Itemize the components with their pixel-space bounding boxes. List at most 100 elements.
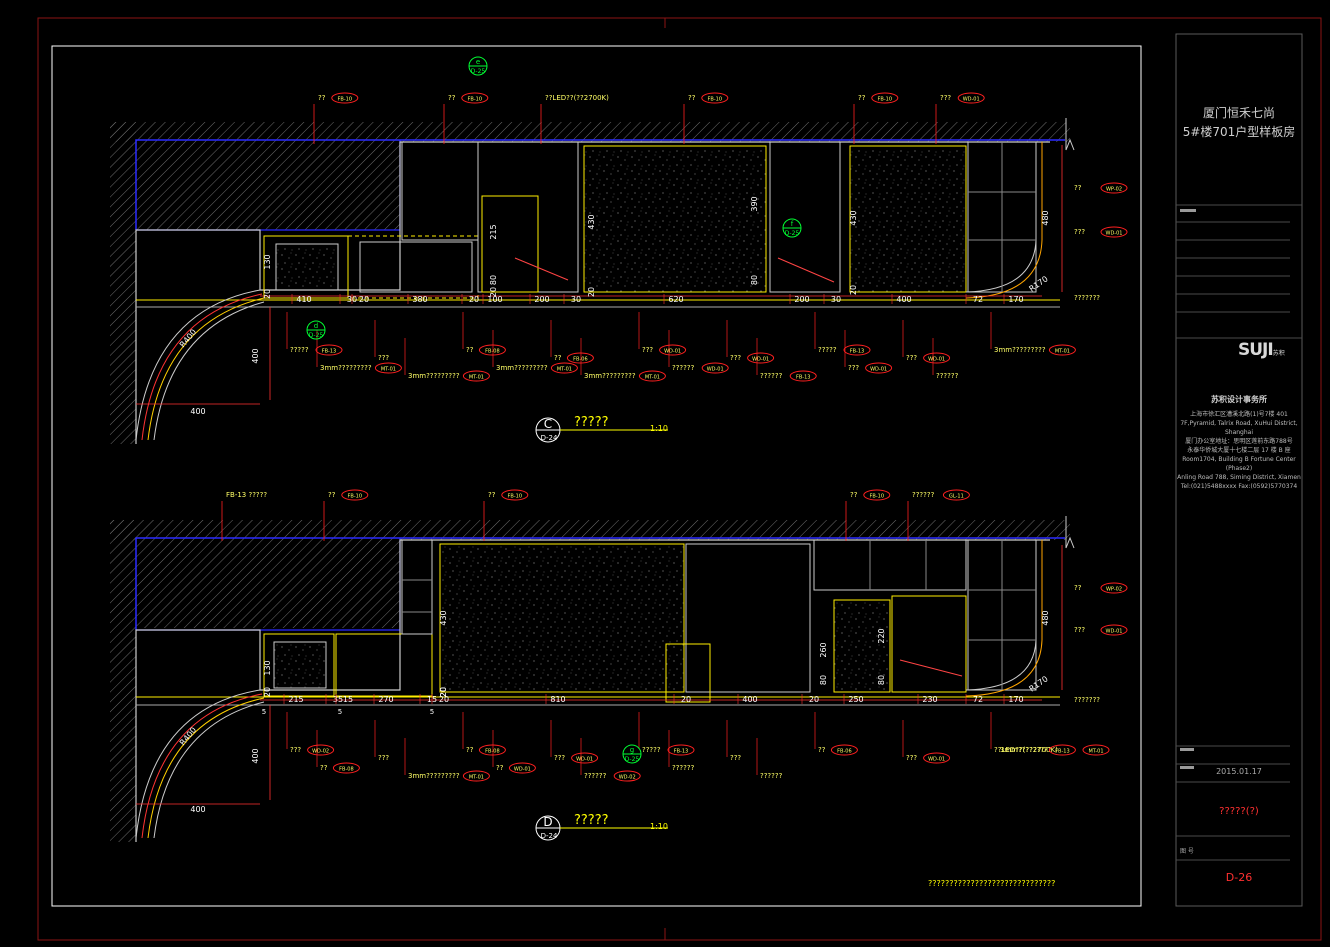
callout: ???WD-01: [902, 320, 951, 364]
niche-left-stone: [275, 243, 339, 291]
callout: 3mm?????????MT-01: [990, 312, 1076, 356]
dim-label: 20: [359, 295, 369, 304]
curved-wall-4: [153, 701, 265, 839]
view-scale: 1:10: [650, 424, 668, 433]
footnote: ??????????????????????????????: [928, 879, 1055, 888]
section-sheet: D-25: [471, 68, 486, 75]
callout-tag: FB-13: [850, 349, 864, 355]
view-ref: D-24: [541, 434, 558, 442]
callout: ???????: [1074, 294, 1100, 302]
dim-label-vertical: 80: [819, 675, 828, 685]
dim-label: 380: [412, 295, 427, 304]
callout: 3mm?????????MT-01: [492, 330, 578, 374]
callout-tag: WD-01: [1106, 629, 1123, 635]
callout: ?????? WD-01: [668, 330, 729, 374]
callout-text: ???: [642, 346, 653, 354]
callout: ??? WD-01: [638, 312, 687, 356]
logo-sub: 苏积: [1272, 350, 1285, 357]
callout-tag: WD-01: [576, 757, 593, 763]
dim-label-vertical: 480: [1041, 610, 1050, 625]
callout: ??????GL-11: [907, 489, 970, 541]
inner-frame: [51, 45, 1142, 907]
callout: ?? WP-02: [1074, 182, 1128, 194]
callout-tag: MT-01: [557, 367, 572, 373]
panel-grid: [813, 539, 967, 591]
dim-label: 400: [896, 295, 911, 304]
callout-tag: MT-01: [469, 375, 484, 381]
callout-text: 3mm?????????: [408, 772, 460, 780]
ceiling-hatch: [110, 520, 1070, 540]
radius-label: R170: [1027, 274, 1049, 293]
dim-label: 230: [922, 695, 937, 704]
callout: ??FB-10: [323, 489, 369, 541]
callout-text: ??: [328, 491, 336, 499]
callout: ??FB-10: [443, 92, 489, 144]
dim-label-vertical: 130: [263, 254, 272, 269]
callout-text: ??: [554, 354, 562, 362]
callout-text: ???: [378, 754, 389, 762]
dim-label-vertical: 480: [1041, 210, 1050, 225]
door-right: [891, 595, 967, 693]
callout-tag: MT-01: [381, 367, 396, 373]
callout: ???: [374, 720, 389, 762]
section-sheet: D-25: [309, 332, 324, 339]
curved-wall-2: [141, 693, 263, 839]
dim-label: 215: [288, 695, 303, 704]
callout: ??? WD-01: [550, 720, 599, 764]
title-block: [1175, 33, 1303, 907]
dim-label: 30: [831, 295, 841, 304]
stone-panel-center: [439, 543, 685, 693]
outer-frame: [37, 17, 1322, 941]
section-letter: f: [791, 220, 794, 228]
callout-text: ???: [730, 354, 741, 362]
callout-tag: WD-01: [928, 357, 945, 363]
project-name: 厦门恒禾七尚: [1202, 106, 1275, 120]
callout: ??FB-10: [483, 489, 529, 541]
callout-text: ???: [940, 94, 951, 102]
callout-text: ???: [554, 754, 565, 762]
address-line: 7F,Pyramid, Talrix Road, XuHui District,…: [1180, 420, 1298, 436]
callout: ??FB-10: [845, 489, 891, 541]
radius-label: R400: [178, 328, 198, 350]
callout: ??????: [756, 738, 783, 780]
callout-text: ?????: [818, 346, 837, 354]
callout-text: ???: [848, 364, 859, 372]
dim-label: 250: [848, 695, 863, 704]
callout-text: ??: [858, 94, 866, 102]
callout-text: ???: [290, 746, 301, 754]
callout: ??FB-08: [316, 730, 360, 774]
door-left: [481, 195, 539, 293]
curved-wall-2: [141, 293, 263, 441]
dim-label-vertical: 430: [439, 610, 448, 625]
sheet-number: D-26: [1225, 871, 1253, 884]
shelf-frame: [335, 633, 433, 697]
callout-text: ???: [906, 754, 917, 762]
callout-tag: WD-01: [664, 349, 681, 355]
callout-text: ??????: [936, 372, 959, 380]
dim-label: 400: [190, 805, 205, 814]
callout: ???WD-02: [286, 712, 335, 756]
callout-text: ??????: [672, 364, 695, 372]
callout-tag: WD-01: [963, 97, 980, 103]
callout-text: ??: [448, 94, 456, 102]
callout-tag: WD-01: [752, 357, 769, 363]
callout-text: 3mm?????????: [320, 364, 372, 372]
callout-tag: WP-02: [1106, 187, 1122, 193]
callout: ??FB-10: [683, 92, 729, 144]
dim-label: 5: [262, 708, 266, 716]
ceiling-line: [135, 537, 1065, 630]
dim-label: 30: [571, 295, 581, 304]
dim-label-vertical: 260: [819, 642, 828, 657]
dim-label-vertical: 130: [263, 660, 272, 675]
callout: ??FB-08: [462, 312, 506, 356]
callout-text: ??: [818, 746, 826, 754]
section-letter: e: [476, 58, 480, 66]
project-subname: 5#楼701户型样板房: [1182, 125, 1296, 139]
callout-tag: WD-01: [707, 367, 724, 373]
callout-text: ??: [1074, 184, 1082, 192]
dim-label-vertical: 80: [750, 275, 759, 285]
callout-tag: WP-02: [1106, 587, 1122, 593]
callout-text: ??: [318, 94, 326, 102]
callout: ???????: [1074, 696, 1100, 704]
